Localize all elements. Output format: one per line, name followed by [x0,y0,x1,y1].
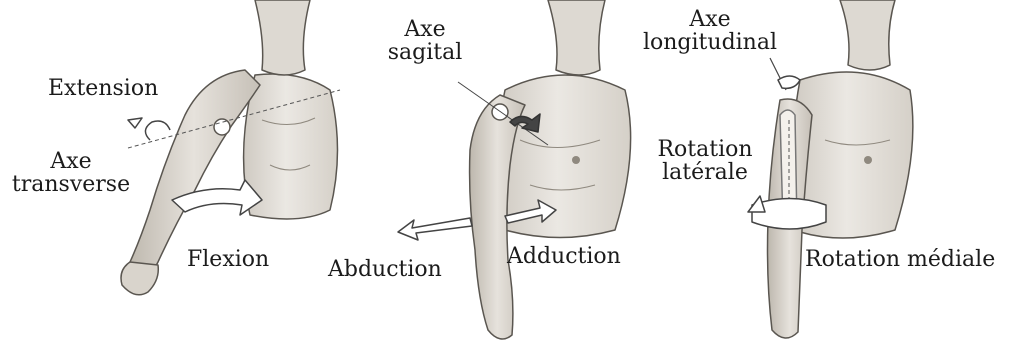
label-sagital-axis-line1: Axe [385,18,465,41]
label-flexion: Flexion [187,248,269,271]
label-sagital-axis-line2: sagital [385,41,465,64]
label-longitudinal-axis-line1: Axe [640,8,780,31]
label-transverse-axis-line1: Axe [6,150,136,173]
label-longitudinal-axis: Axe longitudinal [640,8,780,54]
label-sagital-axis: Axe sagital [385,18,465,64]
label-lateral-rotation: Rotation latérale [650,138,760,184]
label-transverse-axis-line2: transverse [6,173,136,196]
label-medial-rotation: Rotation médiale [805,248,995,271]
label-adduction: Adduction [507,245,621,268]
label-extension: Extension [48,77,158,100]
label-abduction: Abduction [328,258,442,281]
label-lateral-rotation-line2: latérale [650,161,760,184]
label-longitudinal-axis-line2: longitudinal [640,31,780,54]
label-transverse-axis: Axe transverse [6,150,136,196]
label-lateral-rotation-line1: Rotation [650,138,760,161]
